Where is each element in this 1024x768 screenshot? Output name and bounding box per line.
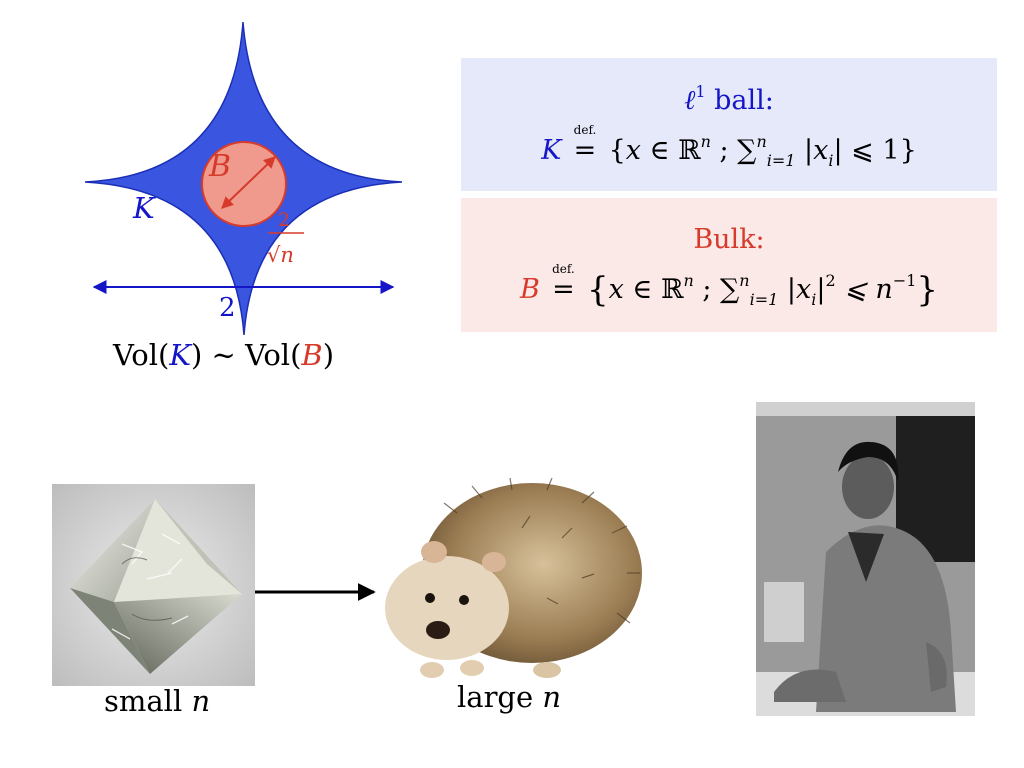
l1-eq: =: [573, 135, 597, 166]
l1-cond: | ⩽ 1: [833, 135, 900, 166]
l1-term-sub: i: [828, 151, 834, 170]
bulk-sum-sub: i=1: [749, 290, 779, 309]
bulk-formula: B def.= {x ∈ ℝn ; ∑ni=1 |xi|2 ⩽ n−1}: [461, 262, 997, 310]
l1-in-rn: ∈ ℝ: [641, 135, 701, 166]
large-var: n: [542, 680, 562, 714]
small-text: small: [104, 684, 192, 718]
l1-ball-formula: K def.= {x ∈ ℝn ; ∑ni=1 |xi| ⩽ 1}: [461, 123, 997, 170]
bulk-sum-sup: n: [739, 271, 750, 290]
large-n-caption: large n: [457, 680, 561, 714]
l1-ell-symbol: ℓ: [684, 85, 696, 116]
width-label: 2: [219, 293, 236, 323]
ball-label: B: [208, 149, 231, 184]
l1-ell-sup: 1: [695, 82, 706, 101]
l1-set-close: }: [899, 135, 917, 166]
l1-term: |x: [795, 135, 829, 166]
l1-sum-sup: n: [756, 132, 767, 151]
l1-lhs: K: [541, 135, 562, 166]
vol-k: K: [169, 338, 192, 372]
vol-suffix: ): [322, 338, 335, 372]
mathematician-portrait-photo: [756, 402, 975, 716]
vol-b: B: [301, 338, 323, 372]
bulk-set-close: }: [916, 270, 939, 310]
bulk-term-close: |: [816, 274, 826, 305]
bulk-eq: =: [552, 274, 575, 305]
bulk-def-equals: def.=: [548, 262, 578, 305]
l1-rn-sup: n: [700, 132, 711, 151]
bulk-lhs: B: [519, 274, 540, 305]
portrait-illustration: [756, 402, 975, 716]
l1-ball-definition-box: ℓ1 ball: K def.= {x ∈ ℝn ; ∑ni=1 |xi| ⩽ …: [461, 58, 997, 191]
l1-def-equals: def.=: [570, 123, 600, 166]
large-text: large: [457, 680, 543, 714]
crystal-illustration: [52, 484, 255, 686]
hedgehog-image: [372, 478, 642, 688]
bulk-cond: ⩽ n: [835, 274, 893, 305]
bulk-x: x: [608, 274, 624, 305]
bulk-definition-box: Bulk: B def.= {x ∈ ℝn ; ∑ni=1 |xi|2 ⩽ n−…: [461, 198, 997, 332]
hedgehog-illustration: [385, 478, 642, 678]
l1-sum-sub: i=1: [766, 151, 796, 170]
l1-set-open: {: [608, 135, 626, 166]
bulk-cond-sup: −1: [892, 271, 917, 290]
small-var: n: [191, 684, 211, 718]
volume-relation-caption: Vol(K) ∼ Vol(B): [113, 338, 334, 372]
l1-ball-title: ℓ1 ball:: [461, 82, 997, 116]
bulk-term-sub: i: [811, 290, 817, 309]
vol-prefix: Vol(: [113, 338, 170, 372]
bulk-in-rn: ∈ ℝ: [623, 274, 684, 305]
star-label: K: [132, 191, 157, 225]
bulk-def-label: def.: [552, 262, 575, 276]
octahedron-crystal-image: [52, 484, 255, 686]
bulk-sq-sup: 2: [825, 271, 836, 290]
vol-mid: ) ∼ Vol(: [191, 338, 302, 372]
l1-title-text: ball:: [705, 85, 774, 116]
bulk-title: Bulk:: [693, 224, 765, 255]
bulk-rn-sup: n: [683, 271, 694, 290]
l1-x: x: [625, 135, 641, 166]
small-n-caption: small n: [104, 684, 210, 718]
bulk-set-open: {: [586, 270, 609, 310]
radius-numerator: 2: [278, 209, 290, 231]
bulk-sep: ; ∑: [693, 274, 740, 305]
l1-def-label: def.: [573, 123, 597, 137]
bulk-term: |x: [778, 274, 812, 305]
l1-sep: ; ∑: [710, 135, 757, 166]
radius-denominator: √n: [267, 243, 294, 267]
radius-arrow: [221, 156, 276, 209]
